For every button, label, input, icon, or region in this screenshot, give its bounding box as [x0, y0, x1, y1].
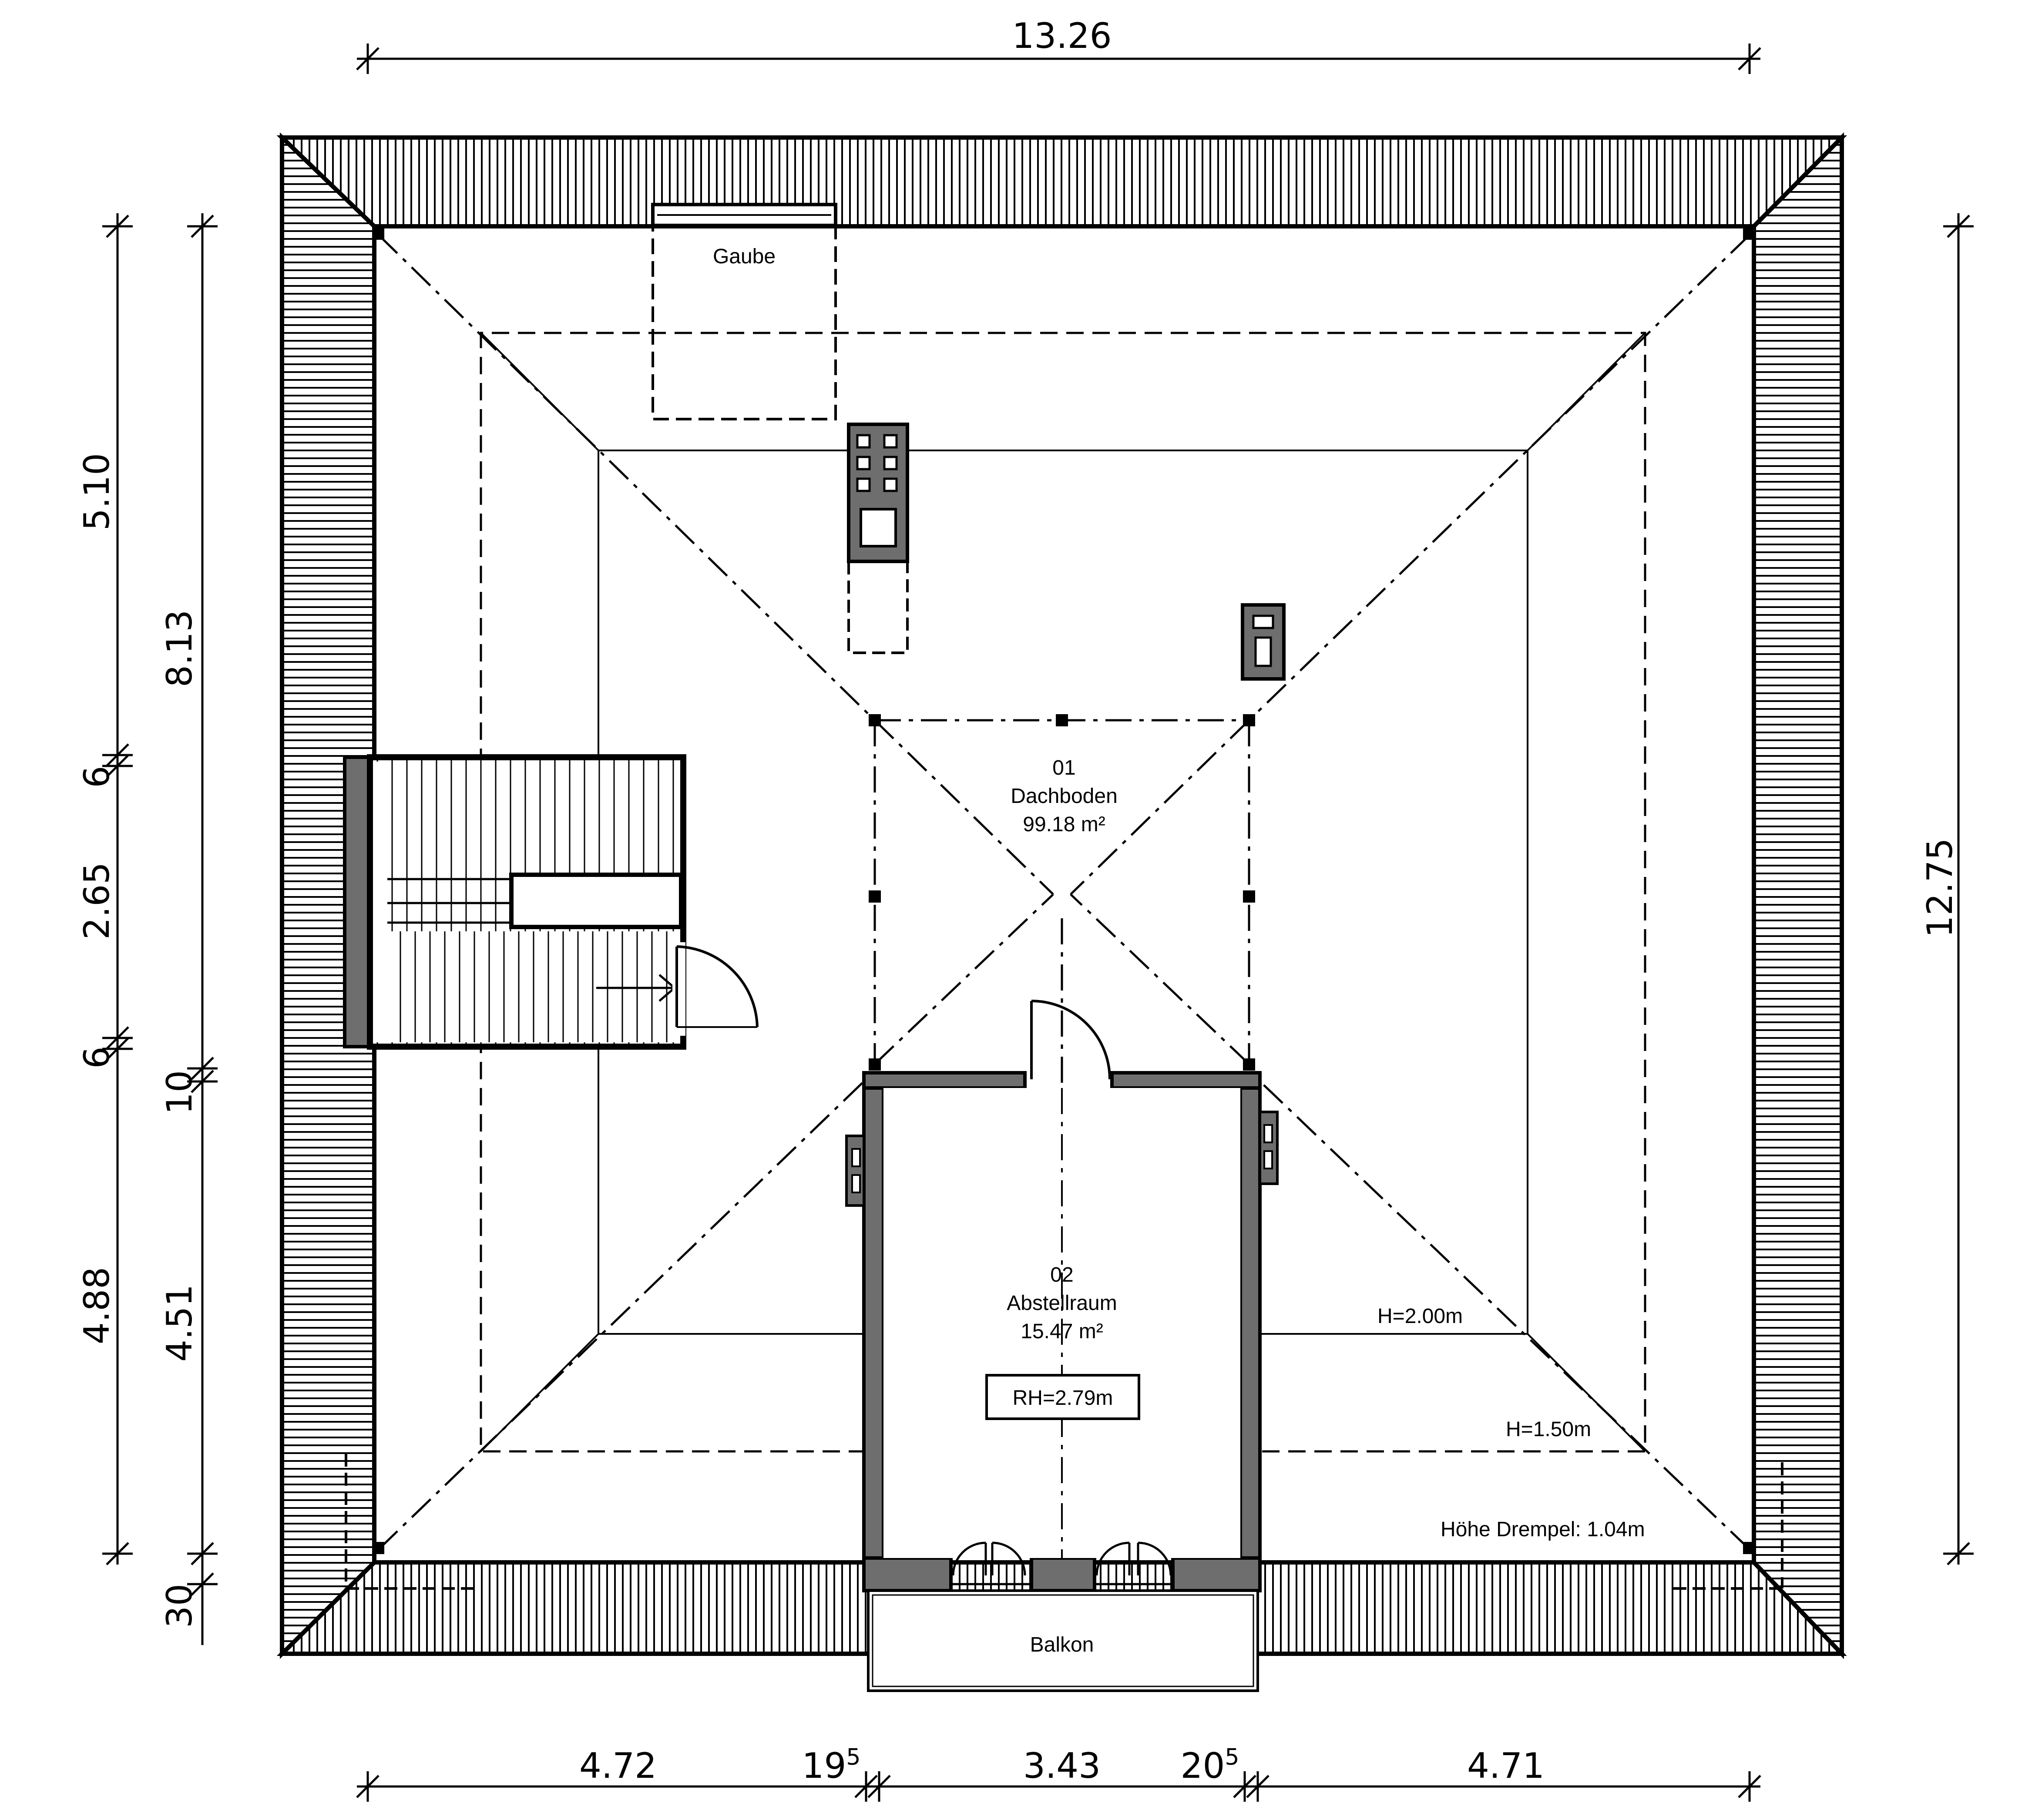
storage-wall-top-right	[1110, 1071, 1262, 1090]
dim-left-outer-c: 2.65	[77, 862, 117, 940]
dim-bottom-4: 205	[1181, 1744, 1239, 1786]
ridge-x1	[874, 719, 1054, 895]
dormer: Gaube	[651, 203, 837, 420]
staircase	[343, 754, 759, 1050]
dimensions: 13.26 12.75 4.72 195 3.43 205 4.71 5.10 …	[77, 16, 1974, 1802]
post-7	[1243, 1058, 1255, 1071]
hip-line-sw-upper	[874, 893, 1054, 1065]
storage-wall-bottom-1	[862, 1556, 953, 1592]
ridge-x2	[1070, 719, 1250, 895]
hip-line-ne	[1248, 234, 1750, 721]
room-height-label: RH=2.79m	[1013, 1387, 1113, 1410]
storage-door-swing	[1031, 1000, 1111, 1080]
dim-top-total: 13.26	[1012, 16, 1112, 56]
post-1	[869, 714, 881, 726]
h150-label: H=1.50m	[1506, 1418, 1591, 1441]
post-3	[1243, 714, 1255, 726]
dachboden-area: 99.18 m²	[1023, 813, 1105, 836]
post-nw	[372, 228, 384, 240]
balcony-outline	[867, 1589, 1259, 1692]
hip-line-se	[1257, 1078, 1750, 1550]
height-contours	[480, 332, 1646, 1453]
storage-room: RH=2.79m	[845, 1000, 1279, 1592]
stair-core	[509, 873, 683, 929]
post-se	[1743, 1542, 1755, 1554]
drempel-label: Höhe Drempel: 1.04m	[1441, 1518, 1645, 1541]
height-contours-solid	[480, 332, 1646, 1452]
dim-right-total: 12.75	[1920, 838, 1960, 937]
balkon-label: Balkon	[1030, 1633, 1094, 1656]
post-6	[869, 1058, 881, 1071]
storage-wall-top-left	[862, 1071, 1027, 1090]
room-height-box	[985, 1374, 1140, 1420]
post-5	[1243, 890, 1255, 903]
roof-eave-top	[276, 135, 1847, 228]
dim-bottom-3: 3.43	[1023, 1746, 1101, 1786]
post-sw	[372, 1542, 384, 1554]
contour-150	[480, 332, 1646, 1453]
dim-left-outer-e: 4.88	[77, 1267, 117, 1344]
stair-door-swing	[676, 945, 759, 1028]
storage-wall-left	[862, 1071, 885, 1592]
dim-left-outer-a: 5.10	[77, 453, 117, 531]
abstellraum-name: Abstellraum	[1007, 1292, 1117, 1315]
dormer-outline	[652, 224, 837, 420]
dim-bottom-5: 4.71	[1467, 1746, 1545, 1786]
storage-wall-bottom-2	[1030, 1556, 1096, 1592]
chimney-below	[847, 560, 909, 654]
abstellraum-area: 15.47 m²	[1021, 1320, 1103, 1343]
balcony-doors	[951, 1541, 1173, 1585]
hip-line-sw	[378, 1078, 867, 1550]
abstellraum-number: 02	[1050, 1263, 1073, 1286]
dim-bottom-2: 195	[802, 1744, 861, 1786]
stair-landing	[374, 762, 387, 1042]
storage-wall-bottom-3	[1171, 1556, 1262, 1592]
h200-label: H=2.00m	[1377, 1305, 1463, 1328]
dim-left-inner-b: 10	[159, 1070, 200, 1115]
contour-200	[598, 450, 1528, 1335]
post-2	[1056, 714, 1068, 726]
dim-left-inner-a: 8.13	[159, 610, 200, 687]
dim-left-inner-c: 4.51	[159, 1284, 200, 1362]
posts	[372, 228, 1755, 1554]
dachboden-name: Dachboden	[1011, 785, 1118, 808]
dachboden-number: 01	[1052, 756, 1075, 779]
dim-left-outer-b: 6	[77, 766, 117, 788]
chimney	[847, 423, 909, 654]
gaube-label: Gaube	[713, 245, 776, 268]
roof-eave-right	[1752, 132, 1844, 1659]
balcony: Balkon	[867, 1589, 1259, 1692]
stair-wall-left	[343, 756, 372, 1048]
storage-wall-right	[1239, 1071, 1262, 1592]
flue	[1241, 603, 1286, 681]
dim-left-inner-d: 30	[159, 1584, 200, 1628]
dim-left-outer-d: 6	[77, 1047, 117, 1069]
hip-line-nw	[378, 234, 876, 721]
post-4	[869, 890, 881, 903]
dim-bottom-1: 4.72	[579, 1746, 657, 1786]
hip-line-se-upper	[1070, 893, 1250, 1065]
post-ne	[1743, 228, 1755, 240]
